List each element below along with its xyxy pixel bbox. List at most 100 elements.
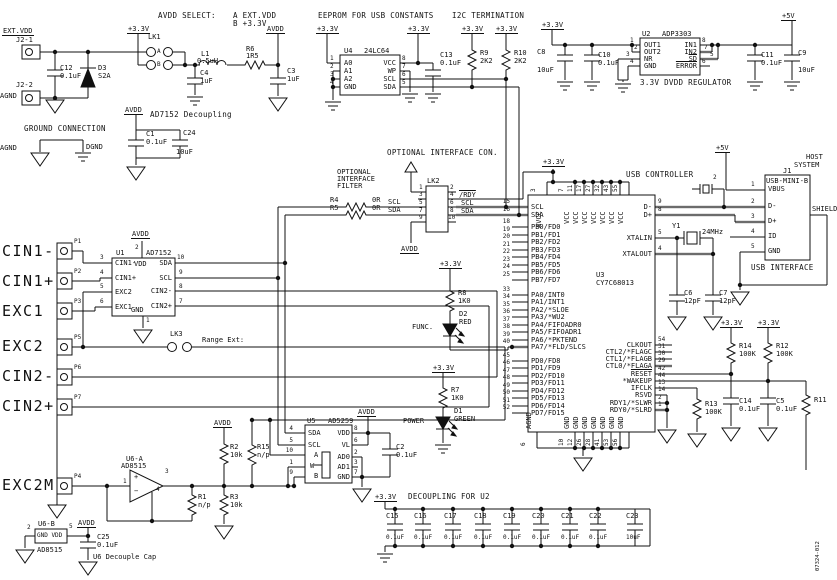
value-label: 0.1uF xyxy=(474,534,493,541)
power-label: +3.3V xyxy=(461,25,485,34)
pin-label: GND xyxy=(617,416,625,429)
pin-label: D- xyxy=(768,202,777,210)
ref-label: C17 xyxy=(444,512,457,520)
pin-label: SD xyxy=(688,55,697,63)
pin-number: 9 xyxy=(179,269,183,276)
value-label: 0.1uF xyxy=(386,534,405,541)
pin-number: 34 xyxy=(502,293,510,300)
value-label: 0.1uF xyxy=(589,534,608,541)
power-label: +3.3V xyxy=(374,493,398,502)
pin-number: 1 xyxy=(289,459,293,466)
net-label: POWER xyxy=(403,417,425,425)
ext-vdd-wires xyxy=(21,33,288,114)
power-label: +3.3V xyxy=(542,158,566,167)
connector-label: P1 xyxy=(74,238,82,245)
ref-label: R5 xyxy=(330,204,339,212)
value-label: RED xyxy=(459,318,472,326)
value-label: n/p xyxy=(257,451,270,459)
section-title: USB INTERFACE xyxy=(751,263,814,272)
decoupling-wires xyxy=(376,501,651,563)
pin-number: 49 xyxy=(502,382,510,389)
ref-label: U6-A xyxy=(126,455,143,463)
section-title: EEPROM FOR USB CONSTANTS xyxy=(318,11,434,20)
pin-label: ID xyxy=(768,232,777,240)
pin-label: GND xyxy=(590,416,598,429)
value-label: 0.1uF xyxy=(97,541,119,549)
ref-label: D2 xyxy=(459,310,468,318)
value-label: 12pF xyxy=(719,297,736,305)
value-label: 0R xyxy=(372,204,381,212)
net-label: SHIELD xyxy=(812,205,837,213)
power-label: AVDD xyxy=(77,519,96,528)
pin-label: AD1 xyxy=(337,463,350,471)
value-label: GREEN xyxy=(454,415,476,423)
value-label: 0.1uF xyxy=(146,138,168,146)
pin-number: 38 xyxy=(502,323,510,330)
ref-label: U1 xyxy=(116,249,125,257)
power-label: AVDD xyxy=(266,25,285,34)
ref-label: C2 xyxy=(396,443,405,451)
pin-label: A0 xyxy=(344,59,353,67)
pin-number: 4 xyxy=(658,245,662,252)
jumper-a-label: A xyxy=(157,48,161,55)
ref-label: C25 xyxy=(97,533,110,541)
power-label: AVDD xyxy=(124,106,143,115)
pin-number: 1 xyxy=(658,401,662,408)
pin-number: 48 xyxy=(502,374,510,381)
pin-label: VCC xyxy=(599,211,607,224)
pin-label: IFCLK xyxy=(630,384,652,392)
ref-label: R15 xyxy=(257,443,270,451)
pin-number: 1 xyxy=(419,184,423,191)
signal-label: EXC1 xyxy=(2,302,45,320)
ref-label: R2 xyxy=(230,443,239,451)
pin-number: 22 xyxy=(502,248,510,255)
pin-label: PA2/*SLOE xyxy=(531,306,569,314)
power-label: +3.3V xyxy=(439,260,463,269)
pullup-wires xyxy=(664,328,811,470)
value-label: 10k xyxy=(230,451,243,459)
power-label: AVDD xyxy=(131,230,150,239)
pin-number: 7 xyxy=(354,469,358,476)
ref-label: C7 xyxy=(719,289,728,297)
pin-label: PA6/*PKTEND xyxy=(531,336,578,344)
ref-label: C12 xyxy=(60,64,73,72)
value-label: 10uF xyxy=(537,66,554,74)
connector-label: P4 xyxy=(74,473,82,480)
part-label: 24LC64 xyxy=(364,47,390,55)
signal-label: CIN2- xyxy=(2,367,55,385)
pin-label: VDD xyxy=(134,260,147,268)
part-label: ADP3303 xyxy=(662,30,692,38)
pin-number: 10 xyxy=(177,254,185,261)
net-label: DGND xyxy=(86,143,103,151)
pin-label: SDA xyxy=(383,83,396,91)
pin-label: VBUS xyxy=(768,185,785,193)
section-title: GROUND CONNECTION xyxy=(24,124,106,133)
ref-label: LK2 xyxy=(427,177,440,185)
pin-label: GND xyxy=(131,306,144,314)
ref-label: C6 xyxy=(684,289,693,297)
pin-number: 16 xyxy=(502,206,510,213)
select-note: AVDD SELECT: xyxy=(158,11,216,20)
signal-label: EXC2 xyxy=(2,337,45,355)
pin-number: 5 xyxy=(419,199,423,206)
pin-number: 28 xyxy=(585,438,592,446)
pin-number: 19 xyxy=(502,226,510,233)
pin-number: 7 xyxy=(179,298,183,305)
signal-label: CIN1- xyxy=(2,242,55,260)
pin-label: PA4/FIFOADR0 xyxy=(531,321,582,329)
pin-label: VCC xyxy=(383,59,396,67)
pin-label: PD7/FD15 xyxy=(531,409,565,417)
value-label: 0.1uF xyxy=(598,59,620,67)
pin-number: 12 xyxy=(567,438,574,446)
pin-number: 2 xyxy=(135,244,139,251)
section-title: OPTIONAL xyxy=(337,168,371,176)
pin-number: 6 xyxy=(450,199,454,206)
pin-number: 10 xyxy=(558,438,565,446)
opamp-minus: − xyxy=(134,487,139,495)
section-title: AD7152 Decoupling xyxy=(150,110,232,119)
pin-label: SCL xyxy=(383,75,396,83)
pin-label: PD1/FD9 xyxy=(531,364,561,372)
value-label: 0.1uF xyxy=(444,534,463,541)
pin-label: ERROR xyxy=(675,62,697,70)
